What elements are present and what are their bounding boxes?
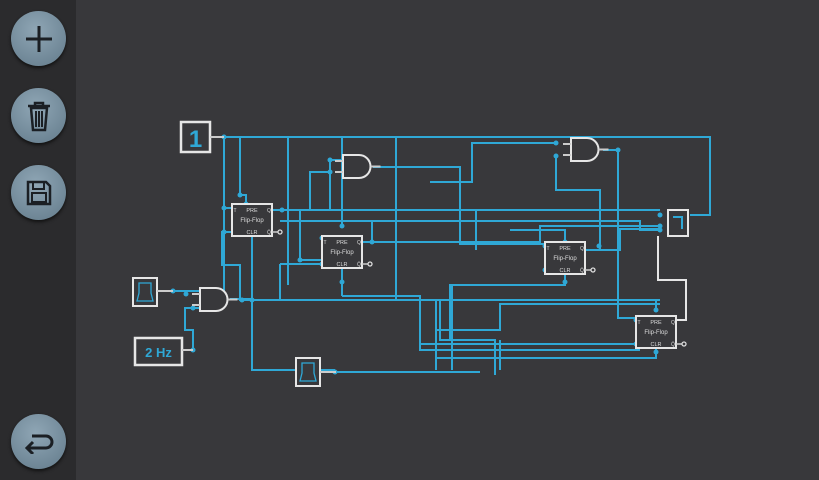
constant-value: 1 <box>189 126 202 153</box>
floppy-disk-icon <box>26 180 51 205</box>
q-label: Q <box>267 208 271 214</box>
wire-11[interactable] <box>309 171 330 210</box>
connection-node[interactable] <box>249 297 255 303</box>
delete-button[interactable] <box>11 88 66 143</box>
output-display[interactable] <box>657 209 689 321</box>
wire-1[interactable] <box>223 137 232 209</box>
pre-label: PRE <box>650 320 662 326</box>
wire-25[interactable] <box>603 149 636 319</box>
and-gate-1[interactable] <box>342 154 372 179</box>
connection-node[interactable] <box>657 223 663 229</box>
connection-node[interactable] <box>239 297 245 303</box>
connection-node[interactable] <box>653 307 659 313</box>
connection-node[interactable] <box>615 147 621 153</box>
plus-icon <box>25 25 52 52</box>
wire-22[interactable] <box>362 225 660 243</box>
clock-2hz[interactable]: 2 Hz <box>133 336 193 367</box>
wires <box>173 136 711 375</box>
save-button[interactable] <box>11 165 66 220</box>
connection-node[interactable] <box>327 157 333 163</box>
wire-5[interactable] <box>395 137 437 370</box>
connection-node[interactable] <box>297 257 303 263</box>
flip-flop-label: Flip-Flop <box>240 218 264 224</box>
connection-node[interactable] <box>339 223 345 229</box>
connection-node[interactable] <box>237 192 243 198</box>
pre-label: PRE <box>336 240 348 246</box>
sidebar <box>0 0 76 480</box>
wire-23[interactable] <box>430 142 556 183</box>
q-label: Q <box>580 246 584 252</box>
pre-label: PRE <box>246 208 258 214</box>
wire-15[interactable] <box>221 231 250 301</box>
qbar-label: Q̄ <box>357 261 361 268</box>
connection-node[interactable] <box>562 279 568 285</box>
wire-0[interactable] <box>224 136 711 216</box>
and-gate-3[interactable] <box>199 287 229 312</box>
connection-node[interactable] <box>657 212 663 218</box>
connection-node[interactable] <box>369 239 375 245</box>
toggle-switch-2[interactable] <box>295 357 336 387</box>
wire-31[interactable] <box>439 300 496 375</box>
qbar-label: Q̄ <box>580 267 584 274</box>
wire-19[interactable] <box>342 295 640 351</box>
flip-flop-label: Flip-Flop <box>553 256 577 262</box>
clr-label: CLR <box>336 262 347 268</box>
undo-button[interactable] <box>11 414 66 469</box>
clr-label: CLR <box>650 342 661 348</box>
connection-node[interactable] <box>339 279 345 285</box>
clr-label: CLR <box>559 268 570 274</box>
clock-label: 2 Hz <box>145 345 172 360</box>
connection-node[interactable] <box>596 243 602 249</box>
t-label: T <box>637 320 640 326</box>
connection-node[interactable] <box>183 291 189 297</box>
connection-node[interactable] <box>221 229 227 235</box>
flip-flop-label: Flip-Flop <box>330 250 354 256</box>
pre-label: PRE <box>559 246 571 252</box>
constant-one-input[interactable]: 1 <box>179 120 224 154</box>
wire-37[interactable] <box>184 307 200 350</box>
qbar-label: Q̄ <box>671 341 675 348</box>
clr-label: CLR <box>246 230 257 236</box>
trash-icon <box>27 101 50 131</box>
flip-flop-label: Flip-Flop <box>644 330 668 336</box>
connection-node[interactable] <box>279 207 285 213</box>
connection-node[interactable] <box>553 153 559 159</box>
wire-34[interactable] <box>436 303 660 331</box>
add-component-button[interactable] <box>11 11 66 66</box>
q-label: Q <box>671 320 675 326</box>
and-gate-2[interactable] <box>570 137 600 162</box>
connection-node[interactable] <box>553 140 559 146</box>
connection-node[interactable] <box>190 305 196 311</box>
q-label: Q <box>357 240 361 246</box>
undo-arrow-icon <box>24 434 53 454</box>
wire-24[interactable] <box>555 156 601 250</box>
wire-8[interactable] <box>272 209 322 261</box>
connection-node[interactable] <box>653 349 659 355</box>
wire-2[interactable] <box>239 137 247 204</box>
t-label: T <box>233 208 236 214</box>
wire-12[interactable] <box>373 166 545 245</box>
toggle-switch-1[interactable] <box>132 277 173 307</box>
qbar-label: Q̄ <box>267 229 271 236</box>
t-label: T <box>546 246 549 252</box>
connection-node[interactable] <box>221 205 227 211</box>
wire-27[interactable] <box>585 228 660 251</box>
connection-node[interactable] <box>657 227 663 233</box>
connection-node[interactable] <box>327 169 333 175</box>
t-label: T <box>323 240 326 246</box>
wire-28[interactable] <box>510 229 566 242</box>
